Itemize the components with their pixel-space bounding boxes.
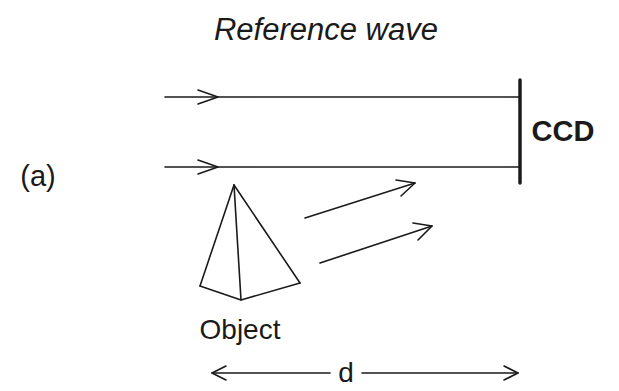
object-wave-arrowhead	[396, 180, 415, 196]
panel-label: (a)	[20, 162, 55, 191]
ray-arrowhead	[198, 90, 218, 104]
ccd-sensor	[518, 80, 522, 183]
object-label: Object	[200, 316, 281, 344]
ray-arrowhead	[198, 160, 218, 174]
distance-label: d	[338, 359, 354, 387]
figure-title: Reference wave	[214, 14, 438, 45]
dimension-line	[212, 372, 330, 374]
object-wave-arrowhead	[413, 223, 432, 240]
dimension-line	[362, 372, 518, 374]
object-pyramid	[200, 185, 300, 300]
object-wave-arrow	[320, 226, 432, 263]
dimension-arrowhead	[212, 366, 226, 380]
object-wave-arrow	[305, 183, 415, 218]
ccd-label: CCD	[532, 117, 595, 146]
dimension-arrowhead	[504, 366, 518, 380]
